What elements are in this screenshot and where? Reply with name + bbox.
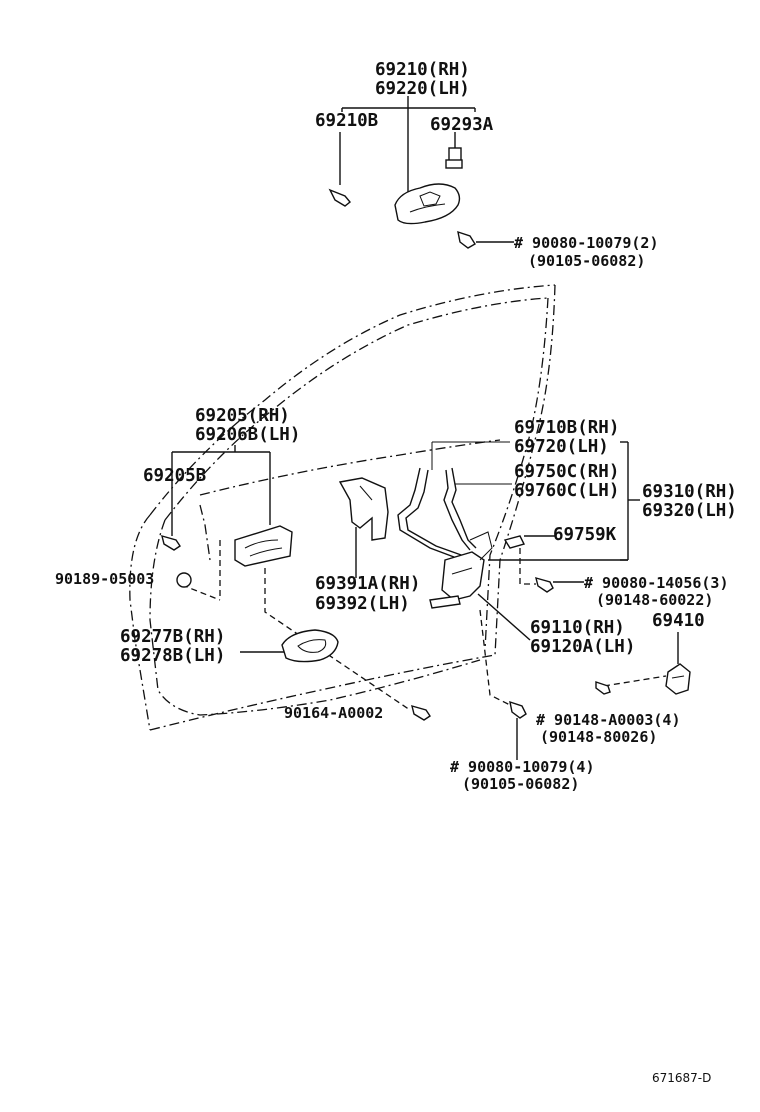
part-number-label[interactable]: (90148-80026) <box>540 728 657 746</box>
clip-icon <box>176 572 192 588</box>
part-number-label[interactable]: 69720(LH) <box>514 437 609 457</box>
inside-door-handle-icon <box>394 183 461 225</box>
part-number-label[interactable]: 69277B(RH) <box>120 627 225 647</box>
part-number-label[interactable]: 69205(RH) <box>195 406 290 426</box>
part-number-label[interactable]: 90189-05003 <box>55 570 154 588</box>
part-number-label[interactable]: 69320(LH) <box>642 501 737 521</box>
screw-icon <box>595 681 611 695</box>
handle-bezel-group <box>240 629 339 663</box>
bracket-lines <box>488 441 640 561</box>
lock-knob-group <box>161 445 411 711</box>
part-number-label[interactable]: 69110(RH) <box>530 618 625 638</box>
lock-knob-icon <box>234 525 293 567</box>
part-number-label[interactable]: 69410 <box>652 611 705 631</box>
bolt-icon <box>509 700 527 719</box>
bolt-icon <box>457 230 476 249</box>
linkage-rods-group <box>397 441 512 609</box>
door-outline <box>129 284 556 731</box>
part-number-label[interactable]: 69206B(LH) <box>195 425 300 445</box>
part-number-label[interactable]: 69120A(LH) <box>530 637 635 657</box>
door-lock-icon <box>429 551 485 609</box>
part-number-label[interactable]: 69310(RH) <box>642 482 737 502</box>
part-labels: 69210(RH) 69220(LH) 69210B 69293A # 9008… <box>55 60 737 1085</box>
part-number-label[interactable]: # 90080-10079(2) <box>514 234 659 252</box>
striker-icon <box>665 663 691 695</box>
bracket-icon <box>338 477 389 541</box>
clip-icon <box>503 535 555 549</box>
part-number-label[interactable]: (90105-06082) <box>462 775 579 793</box>
part-number-label[interactable]: 69293A <box>430 115 494 135</box>
clip-icon <box>445 147 463 169</box>
part-number-label[interactable]: 69205B <box>143 466 206 486</box>
part-number-label[interactable]: 69220(LH) <box>375 79 470 99</box>
part-number-label[interactable]: # 90080-10079(4) <box>450 758 595 776</box>
part-number-label[interactable]: 69391A(RH) <box>315 574 420 594</box>
screw-icon <box>328 188 351 207</box>
inside-handle-top-group <box>328 96 514 249</box>
bracket-group <box>338 477 389 578</box>
screw-icon <box>161 534 181 551</box>
part-number-label[interactable]: 69278B(LH) <box>120 646 225 666</box>
part-number-label[interactable]: # 90148-A0003(4) <box>536 711 681 729</box>
screw-icon <box>411 704 431 721</box>
part-number-label[interactable]: 69759K <box>553 525 617 545</box>
part-number-label[interactable]: 69210(RH) <box>375 60 470 80</box>
part-number-label[interactable]: 69210B <box>315 111 378 131</box>
part-number-label[interactable]: 69750C(RH) <box>514 462 619 482</box>
part-number-label[interactable]: (90148-60022) <box>596 591 713 609</box>
part-number-label[interactable]: 90164-A0002 <box>284 704 383 722</box>
part-number-label[interactable]: 69760C(LH) <box>514 481 619 501</box>
part-number-label[interactable]: 69392(LH) <box>315 594 410 614</box>
handle-bezel-icon <box>281 629 339 663</box>
diagram-reference-code: 671687-D <box>652 1071 711 1085</box>
part-number-label[interactable]: 69710B(RH) <box>514 418 619 438</box>
part-number-label[interactable]: (90105-06082) <box>528 252 645 270</box>
part-number-label[interactable]: # 90080-14056(3) <box>584 574 729 592</box>
bolt-icon <box>535 576 554 593</box>
